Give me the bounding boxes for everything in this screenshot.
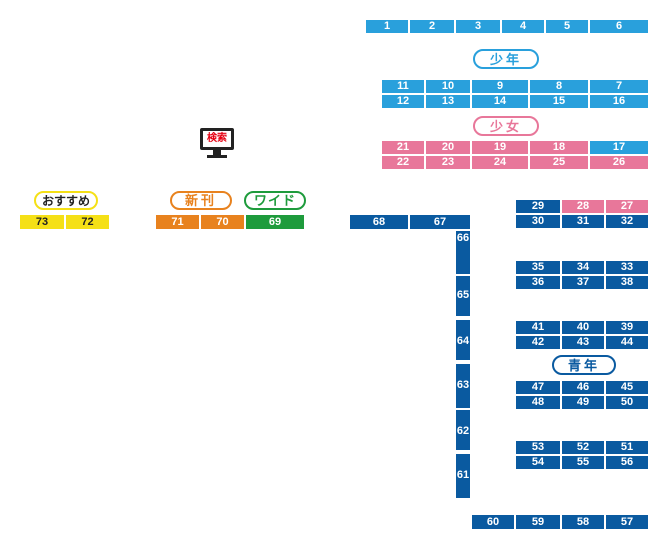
shelf-56[interactable]: 56: [606, 456, 648, 469]
shelf-27[interactable]: 27: [606, 200, 648, 213]
shelf-62[interactable]: 62: [456, 410, 470, 450]
shelf-26[interactable]: 26: [590, 156, 648, 169]
shelf-47[interactable]: 47: [516, 381, 560, 394]
shelf-8[interactable]: 8: [530, 80, 588, 93]
shelf-21[interactable]: 21: [382, 141, 424, 154]
shelf-51[interactable]: 51: [606, 441, 648, 454]
shelf-1[interactable]: 1: [366, 20, 408, 33]
shelf-53[interactable]: 53: [516, 441, 560, 454]
shelf-11[interactable]: 11: [382, 80, 424, 93]
shonen-label: 少年: [473, 49, 539, 69]
shelf-52[interactable]: 52: [562, 441, 604, 454]
shelf-25[interactable]: 25: [530, 156, 588, 169]
shelf-35[interactable]: 35: [516, 261, 560, 274]
shelf-71[interactable]: 71: [156, 215, 199, 229]
shelf-65[interactable]: 65: [456, 276, 470, 316]
shelf-67[interactable]: 67: [410, 215, 470, 229]
shelf-18[interactable]: 18: [530, 141, 588, 154]
shelf-58[interactable]: 58: [562, 515, 604, 529]
shelf-10[interactable]: 10: [426, 80, 470, 93]
shelf-49[interactable]: 49: [562, 396, 604, 409]
shelf-3[interactable]: 3: [456, 20, 500, 33]
shelf-60[interactable]: 60: [472, 515, 514, 529]
shelf-54[interactable]: 54: [516, 456, 560, 469]
shelf-40[interactable]: 40: [562, 321, 604, 334]
shelf-69[interactable]: 69: [246, 215, 304, 229]
shelf-32[interactable]: 32: [606, 215, 648, 228]
shelf-66[interactable]: 66: [456, 231, 470, 274]
shelf-55[interactable]: 55: [562, 456, 604, 469]
shelf-22[interactable]: 22: [382, 156, 424, 169]
shelf-24[interactable]: 24: [472, 156, 528, 169]
shelf-37[interactable]: 37: [562, 276, 604, 289]
shelf-6[interactable]: 6: [590, 20, 648, 33]
shelf-17[interactable]: 17: [590, 141, 648, 154]
shelf-14[interactable]: 14: [472, 95, 528, 108]
shelf-34[interactable]: 34: [562, 261, 604, 274]
shelf-68[interactable]: 68: [350, 215, 408, 229]
shelf-70[interactable]: 70: [201, 215, 244, 229]
shinkan-label: 新刊: [170, 191, 232, 210]
shelf-64[interactable]: 64: [456, 320, 470, 360]
shelf-59[interactable]: 59: [516, 515, 560, 529]
shelf-42[interactable]: 42: [516, 336, 560, 349]
shelf-39[interactable]: 39: [606, 321, 648, 334]
shelf-72[interactable]: 72: [66, 215, 109, 229]
search-monitor-icon[interactable]: 検索: [199, 127, 235, 159]
shelf-45[interactable]: 45: [606, 381, 648, 394]
shelf-50[interactable]: 50: [606, 396, 648, 409]
shelf-48[interactable]: 48: [516, 396, 560, 409]
shelf-63[interactable]: 63: [456, 364, 470, 408]
shelf-2[interactable]: 2: [410, 20, 454, 33]
shelf-19[interactable]: 19: [472, 141, 528, 154]
shelf-12[interactable]: 12: [382, 95, 424, 108]
shelf-30[interactable]: 30: [516, 215, 560, 228]
shelf-28[interactable]: 28: [562, 200, 604, 213]
wide-label: ワイド: [244, 191, 306, 210]
shelf-13[interactable]: 13: [426, 95, 470, 108]
shelf-36[interactable]: 36: [516, 276, 560, 289]
seinen-label: 青年: [552, 355, 616, 375]
shelf-38[interactable]: 38: [606, 276, 648, 289]
shelf-20[interactable]: 20: [426, 141, 470, 154]
shelf-43[interactable]: 43: [562, 336, 604, 349]
shelf-16[interactable]: 16: [590, 95, 648, 108]
shelf-7[interactable]: 7: [590, 80, 648, 93]
shelf-44[interactable]: 44: [606, 336, 648, 349]
shelf-73[interactable]: 73: [20, 215, 64, 229]
shelf-4[interactable]: 4: [502, 20, 544, 33]
shelf-57[interactable]: 57: [606, 515, 648, 529]
shelf-33[interactable]: 33: [606, 261, 648, 274]
shelf-46[interactable]: 46: [562, 381, 604, 394]
shelf-31[interactable]: 31: [562, 215, 604, 228]
osusume-label: おすすめ: [34, 191, 98, 210]
shelf-23[interactable]: 23: [426, 156, 470, 169]
shojo-label: 少女: [473, 116, 539, 136]
shelf-15[interactable]: 15: [530, 95, 588, 108]
shelf-41[interactable]: 41: [516, 321, 560, 334]
shelf-9[interactable]: 9: [472, 80, 528, 93]
search-label: 検索: [207, 133, 227, 144]
shelf-5[interactable]: 5: [546, 20, 588, 33]
shelf-29[interactable]: 29: [516, 200, 560, 213]
shelf-61[interactable]: 61: [456, 454, 470, 498]
